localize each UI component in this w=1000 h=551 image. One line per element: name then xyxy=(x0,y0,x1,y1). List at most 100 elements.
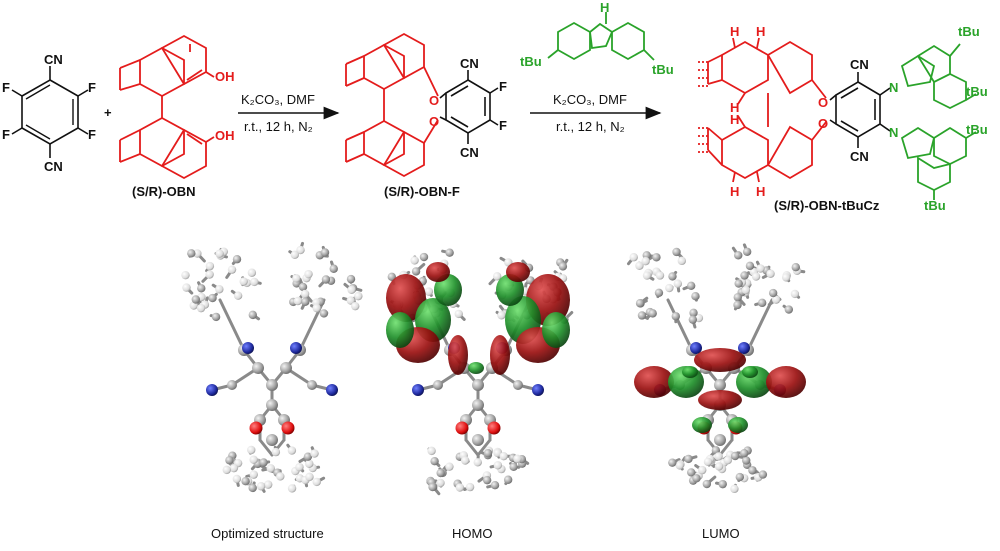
atom xyxy=(411,267,421,276)
atom xyxy=(229,463,239,473)
atom xyxy=(290,250,300,259)
atom xyxy=(304,269,313,279)
atom xyxy=(733,300,742,310)
atom xyxy=(745,261,755,271)
atom xyxy=(232,255,242,264)
oxygen-atom xyxy=(249,421,263,435)
atom xyxy=(655,271,665,280)
atom xyxy=(482,475,492,485)
atom xyxy=(215,285,224,294)
fluorine-label: F xyxy=(88,127,96,142)
atom xyxy=(671,312,680,321)
atom xyxy=(654,288,664,297)
atom xyxy=(205,261,215,271)
atom xyxy=(287,446,297,455)
tert-butyl-label: tBu xyxy=(958,24,980,39)
tert-butyl-label: tBu xyxy=(966,122,988,137)
lumo-caption: LUMO xyxy=(702,526,740,541)
homo-caption: HOMO xyxy=(452,526,492,541)
orbital-lobe xyxy=(468,362,484,374)
atom xyxy=(264,480,273,489)
atom xyxy=(688,315,698,324)
atom xyxy=(295,462,304,472)
atom xyxy=(276,472,285,481)
atom xyxy=(247,445,256,455)
carbon-atom xyxy=(252,362,264,374)
atom xyxy=(266,464,275,473)
atom xyxy=(751,272,761,281)
atom xyxy=(784,305,794,314)
hydrogen-label: H xyxy=(730,184,739,199)
step1-reagents: K₂CO₃, DMF xyxy=(241,92,315,107)
atom xyxy=(305,459,314,468)
atom xyxy=(497,311,506,320)
carbon-atom xyxy=(472,399,484,411)
atom xyxy=(248,483,257,493)
nitrogen-atom xyxy=(690,342,702,354)
atom xyxy=(687,468,696,477)
atom xyxy=(748,466,757,475)
orbital-lobe xyxy=(434,274,462,306)
atom xyxy=(766,269,775,278)
atom xyxy=(182,283,191,292)
atom xyxy=(758,470,768,479)
tert-butyl-label: tBu xyxy=(924,198,946,213)
atom xyxy=(312,303,321,313)
atom xyxy=(734,251,743,260)
step1-conditions: r.t., 12 h, N₂ xyxy=(244,119,313,134)
atom xyxy=(455,483,465,492)
orbital-lobe xyxy=(682,366,698,378)
atom xyxy=(193,249,202,258)
reactant-binol xyxy=(119,34,215,180)
product-obn-tbucz: H H H H H H O O CN CN N N xyxy=(698,24,988,213)
atom xyxy=(734,279,743,288)
reaction-arrow-step2: K₂CO₃, DMF r.t., 12 h, N₂ xyxy=(530,92,662,134)
atom xyxy=(419,252,429,262)
atom xyxy=(424,287,434,296)
tert-butyl-label: tBu xyxy=(520,54,542,69)
atom xyxy=(635,261,644,270)
atom xyxy=(249,470,258,479)
atom xyxy=(247,268,257,277)
fluorine-label: F xyxy=(2,127,10,142)
carbon-atom xyxy=(433,380,443,390)
hydroxyl-label: OH xyxy=(215,69,235,84)
reaction-arrow-step1: K₂CO₃, DMF r.t., 12 h, N₂ xyxy=(238,92,340,134)
ether-oxygen-label: O xyxy=(429,93,439,108)
hydrogen-label: H xyxy=(730,112,739,127)
atom xyxy=(232,474,242,484)
cyano-label: CN xyxy=(460,56,479,71)
atom xyxy=(293,296,303,306)
atom xyxy=(742,247,752,256)
carbon-atom xyxy=(280,362,292,374)
orbital-lobe xyxy=(728,417,748,433)
atom xyxy=(410,256,419,265)
atom xyxy=(493,272,502,281)
atom xyxy=(635,299,645,308)
nitrogen-atom xyxy=(532,384,544,396)
atom xyxy=(222,465,231,475)
atom xyxy=(460,456,470,465)
atom xyxy=(513,454,522,463)
carbazole-nitrogen-label: N xyxy=(889,80,898,95)
ether-oxygen-label: O xyxy=(818,95,828,110)
atom xyxy=(319,309,329,318)
carbon-atom xyxy=(227,380,237,390)
oxygen-atom xyxy=(281,421,295,435)
atom xyxy=(642,271,652,280)
orbital-lobe xyxy=(386,274,426,322)
reagent-di-tert-butyl-carbazole: H tBu tBu xyxy=(520,0,674,77)
optimized-structure-panel xyxy=(181,241,363,493)
atom xyxy=(648,309,657,318)
fluorine-label: F xyxy=(88,80,96,95)
plus-sign: + xyxy=(104,105,112,120)
nitrogen-atom xyxy=(412,384,424,396)
atom xyxy=(239,277,248,286)
atom xyxy=(723,455,733,465)
atom xyxy=(740,448,749,458)
nitrogen-atom xyxy=(206,384,218,396)
fluorine-label: F xyxy=(499,79,507,94)
cyano-label: CN xyxy=(850,57,869,72)
atom xyxy=(205,270,214,279)
atom xyxy=(259,458,268,467)
